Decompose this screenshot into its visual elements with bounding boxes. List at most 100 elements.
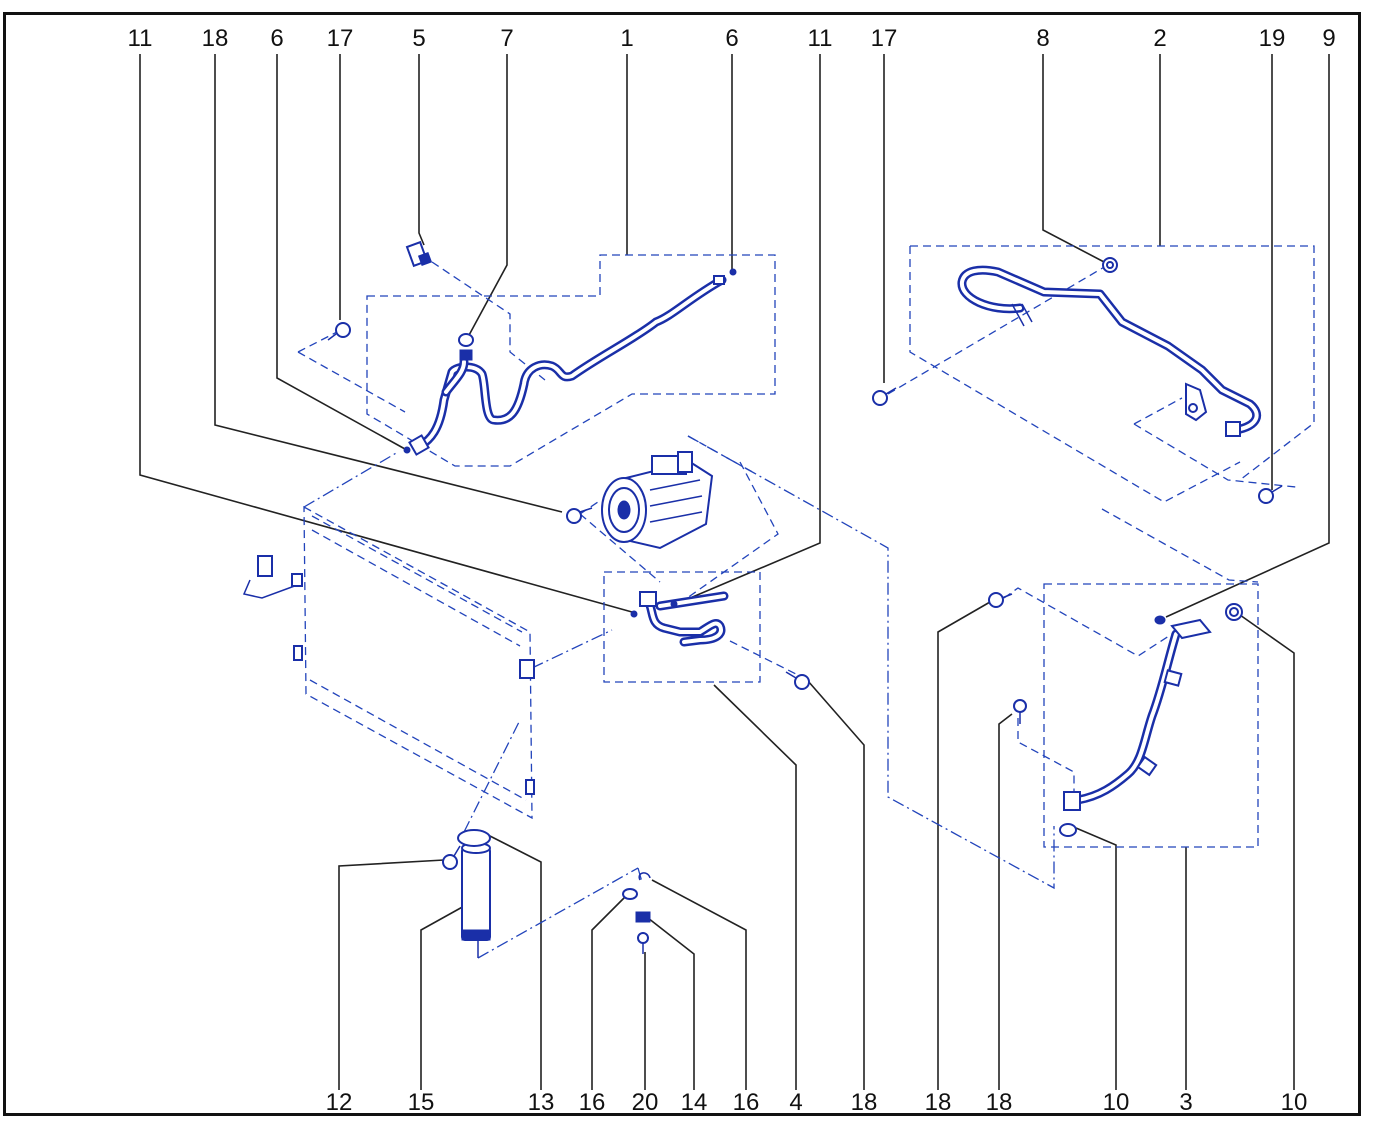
callout-top-1: 1	[620, 25, 633, 52]
pipe-4-boundary	[603, 571, 761, 683]
bolt-17-a-shank	[327, 333, 337, 341]
hose-3-crimp-1	[1163, 669, 1183, 687]
bolt-17-a	[327, 322, 351, 341]
pipe-4	[630, 591, 729, 647]
pipe-1-branch-highlight	[444, 360, 466, 394]
clamp-13-band	[457, 829, 491, 847]
pipe-2-lower-guide	[909, 246, 1297, 503]
condenser-switch-connector	[291, 573, 303, 587]
callout-bottom-13: 13	[528, 1089, 555, 1116]
dryer-bracket-guide	[477, 867, 643, 959]
leader-6-a	[276, 54, 406, 450]
o-ring-6-b	[729, 268, 737, 276]
callout-bottom-4: 4	[789, 1089, 802, 1116]
callout-bottom-16-b: 16	[733, 1089, 760, 1116]
o-ring-6-a	[403, 446, 411, 454]
bolt-19-head	[1258, 488, 1274, 504]
hose-3-crimp-2	[1136, 755, 1158, 777]
bolt-18-hose-lower	[1013, 699, 1027, 724]
condenser-outline	[303, 505, 533, 820]
receiver-dryer-15	[461, 842, 491, 941]
condenser	[242, 505, 535, 820]
plug-14-body	[635, 911, 651, 923]
callout-bottom-12: 12	[326, 1089, 353, 1116]
o-ring-11-a	[630, 610, 638, 618]
pipe-1-boundary	[366, 254, 776, 467]
leader-15	[420, 904, 467, 1090]
o-ring-10-a-outer	[1059, 823, 1077, 837]
bolt-18-hose-upper	[988, 592, 1013, 608]
clamp-13	[457, 829, 491, 847]
bolt-18-pipe-4-shank	[785, 671, 797, 679]
pipe-2-tube	[957, 265, 1262, 435]
bolt-17-b	[872, 387, 897, 406]
compressor-rib-2	[649, 495, 703, 507]
pipe-1	[403, 268, 737, 456]
pipe-2-tube-highlight	[960, 268, 1259, 432]
callout-bottom-18-c: 18	[986, 1089, 1013, 1116]
callout-top-17-a: 17	[327, 25, 354, 52]
o-ring-11-b	[670, 600, 678, 608]
callout-top-6-b: 6	[725, 25, 738, 52]
leader-11-b	[675, 54, 821, 605]
bolt-19-shank	[1271, 485, 1283, 493]
dryer-base	[461, 929, 491, 941]
callout-bottom-10-b: 10	[1281, 1089, 1308, 1116]
o-ring-8-inner	[1106, 261, 1114, 269]
bolt-17-b-guide	[887, 265, 1107, 395]
pipe-1-fitting	[408, 434, 430, 456]
seal-16-b	[638, 872, 651, 881]
callout-top-11-b: 11	[808, 25, 833, 52]
bolt-18-compressor	[566, 507, 593, 524]
callout-bottom-18-b: 18	[925, 1089, 952, 1116]
leader-9	[1165, 54, 1330, 618]
leader-8	[1042, 54, 1107, 264]
callout-top-2: 2	[1153, 25, 1166, 52]
bolt-12	[442, 845, 461, 870]
plug-14	[635, 911, 651, 923]
condenser-switch	[257, 555, 273, 577]
dashed-guides	[297, 245, 1315, 959]
leader-10-a	[1075, 827, 1117, 1090]
callout-bottom-14: 14	[681, 1089, 708, 1116]
leader-lines	[139, 54, 1330, 1090]
callout-bottom-10-a: 10	[1103, 1089, 1130, 1116]
leader-4	[713, 684, 797, 1090]
condenser-bottom-bracket	[525, 779, 535, 795]
o-ring-10-b-inner	[1229, 607, 1239, 617]
leader-13	[485, 833, 542, 1090]
bolt-18-guide	[729, 640, 801, 677]
callouts-bottom: 12 15 13 16 20 14 16 4 18 18 18 10 3 10	[326, 1089, 1308, 1116]
hose-3-lower-fitting	[1063, 791, 1081, 811]
dryer-link-guide	[463, 719, 521, 833]
pressure-sensor-5	[405, 240, 433, 268]
o-ring-8	[1102, 257, 1118, 273]
leader-18	[214, 54, 563, 513]
callout-top-9: 9	[1322, 25, 1335, 52]
callout-top-7: 7	[500, 25, 513, 52]
leader-7	[467, 54, 508, 338]
diagram-frame	[3, 12, 1361, 1116]
pipe-1-end-fitting	[713, 275, 725, 285]
callout-top-19: 19	[1259, 25, 1286, 52]
callout-bottom-3: 3	[1179, 1089, 1192, 1116]
callouts-top: 11 18 6 17 5 7 1 6 11 17 8 2 19 9	[128, 25, 1336, 52]
hose-3-upper-fitting	[1170, 618, 1212, 640]
condenser-bottom-rail	[309, 679, 527, 801]
seal-16-a	[622, 888, 638, 900]
leader-5	[418, 54, 425, 246]
condenser-side-bracket	[293, 645, 303, 661]
pipe-2-bracket	[1185, 382, 1208, 422]
bolt-17-a-head	[335, 322, 351, 338]
pipe-2	[957, 265, 1262, 437]
bolt-18-compressor-head	[566, 508, 582, 524]
callout-bottom-18-a: 18	[851, 1089, 878, 1116]
callout-top-5: 5	[412, 25, 425, 52]
compressor	[601, 451, 714, 550]
callout-bottom-16-a: 16	[579, 1089, 606, 1116]
pipe-4-fitting	[639, 591, 657, 607]
compressor-rib-1	[649, 479, 701, 491]
leader-16-a	[591, 893, 629, 1090]
cap-7-valve	[459, 349, 473, 361]
